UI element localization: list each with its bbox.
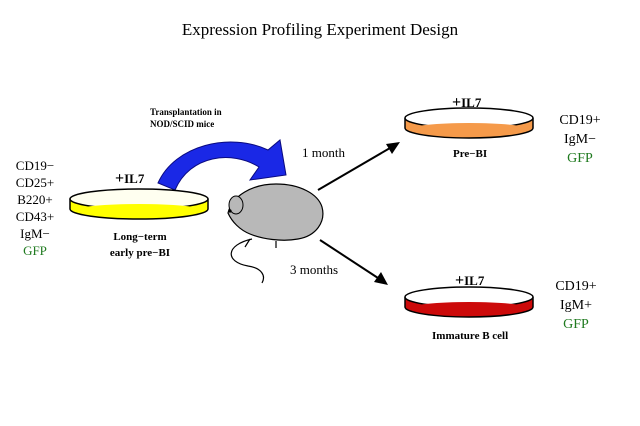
- reporter-label: GFP: [567, 151, 593, 166]
- marker-line: IgM−: [563, 132, 596, 147]
- transplantation-arrow: [157, 139, 287, 191]
- marker-line: B220+: [17, 192, 53, 207]
- petri-dish-yellow: [69, 188, 209, 220]
- timepoint-2-label: 3 months: [290, 262, 339, 277]
- page-title: Expression Profiling Experiment Design: [181, 20, 459, 39]
- timepoint-1-markers: CD19+ IgM− GFP: [550, 111, 610, 168]
- transplantation-label: Transplantation in NOD/SCID mice: [150, 106, 222, 130]
- marker-line: IgM−: [20, 226, 50, 241]
- transplantation-line: Transplantation in: [150, 107, 222, 117]
- timepoint-1-il7-label: +IL7: [452, 94, 482, 111]
- marker-line: CD19−: [15, 158, 55, 173]
- marker-line: CD19+: [559, 113, 601, 128]
- marker-line: CD43+: [15, 209, 55, 224]
- arrow-1-month: [317, 142, 400, 191]
- treatment-text: IL7: [124, 171, 145, 186]
- mouse-illustration: [227, 183, 324, 284]
- timepoint-2-caption: Immature B cell: [432, 330, 509, 342]
- arrow-3-months: [319, 239, 388, 285]
- reporter-label: GFP: [23, 243, 47, 258]
- timepoint-2-markers: CD19+ IgM+ GFP: [546, 277, 606, 334]
- start-caption: Long−term early pre−BI: [100, 229, 180, 261]
- petri-dish-red: [404, 286, 534, 318]
- start-il7-label: +IL7: [115, 170, 145, 187]
- transplantation-line: NOD/SCID mice: [150, 119, 215, 129]
- treatment-text: IL7: [461, 95, 482, 110]
- timepoint-2-il7-label: +IL7: [455, 272, 485, 289]
- marker-line: CD19+: [555, 279, 597, 294]
- caption-line: early pre−BI: [109, 247, 171, 259]
- reporter-label: GFP: [563, 317, 589, 332]
- marker-line: IgM+: [559, 298, 592, 313]
- marker-line: CD25+: [15, 175, 55, 190]
- treatment-text: IL7: [464, 273, 485, 288]
- petri-dish-orange: [404, 107, 534, 139]
- caption-line: Long−term: [113, 231, 167, 243]
- timepoint-1-caption: Pre−BI: [453, 148, 488, 160]
- start-markers: CD19− CD25+ B220+ CD43+ IgM− GFP: [12, 157, 58, 259]
- timepoint-1-label: 1 month: [302, 145, 345, 160]
